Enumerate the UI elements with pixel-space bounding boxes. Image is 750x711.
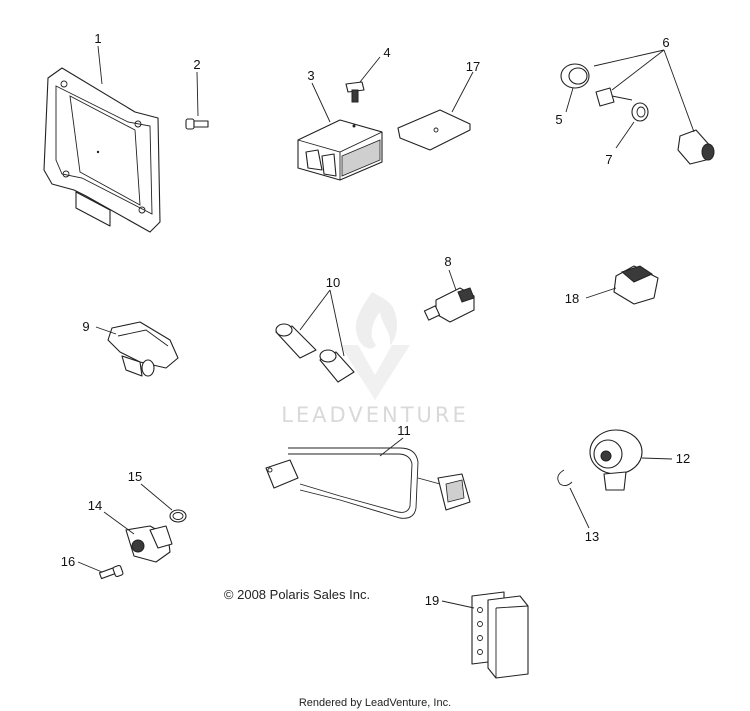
part-15-oring[interactable]: 15 [128, 469, 187, 523]
callout-9: 9 [82, 319, 89, 334]
watermark: LEADVENTURE [281, 292, 469, 427]
callout-17: 17 [466, 59, 480, 74]
part-2-screw[interactable]: 2 [185, 57, 209, 130]
copyright-text: © 2008 Polaris Sales Inc. [224, 587, 370, 602]
part-14-sensor[interactable]: 14 [88, 498, 173, 563]
part-5-switch[interactable]: 5 [555, 63, 590, 127]
callout-10: 10 [326, 275, 340, 290]
part-17-pad[interactable]: 17 [397, 59, 480, 151]
callout-18: 18 [565, 291, 579, 306]
callout-15: 15 [128, 469, 142, 484]
callout-6: 6 [662, 35, 669, 50]
part-13-clip[interactable]: 13 [557, 469, 599, 544]
callout-19: 19 [425, 593, 439, 608]
part-19-fuse-block[interactable]: 19 [425, 591, 529, 679]
callout-3: 3 [307, 68, 314, 83]
callout-8: 8 [444, 254, 451, 269]
part-9-map-sensor[interactable]: 9 [82, 319, 179, 377]
callout-14: 14 [88, 498, 102, 513]
callout-11: 11 [397, 423, 411, 438]
part-18-switch[interactable]: 18 [565, 265, 659, 306]
callout-16: 16 [61, 554, 75, 569]
callout-2: 2 [193, 57, 200, 72]
part-6-switch-set[interactable]: 6 [593, 35, 715, 165]
watermark-text: LEADVENTURE [281, 403, 469, 427]
leadventure-logo-icon [340, 292, 410, 400]
callout-4: 4 [383, 45, 390, 60]
callout-13: 13 [585, 529, 599, 544]
part-12-knock-sensor[interactable]: 12 [589, 429, 690, 491]
part-11-harness[interactable]: 11 [265, 423, 471, 519]
callout-7: 7 [605, 152, 612, 167]
part-7-grommet[interactable]: 7 [605, 102, 649, 167]
part-1-ecu[interactable]: 1 [43, 31, 161, 233]
part-8-sensor[interactable]: 8 [423, 254, 475, 323]
footer-credit: Rendered by LeadVenture, Inc. [299, 697, 451, 709]
part-3-module[interactable]: 3 [297, 68, 383, 181]
part-10-connectors[interactable]: 10 [275, 275, 355, 383]
callout-5: 5 [555, 112, 562, 127]
part-4-fastener[interactable]: 4 [345, 45, 391, 103]
part-16-bolt[interactable]: 16 [61, 554, 124, 580]
callout-12: 12 [676, 451, 690, 466]
callout-1: 1 [94, 31, 101, 46]
